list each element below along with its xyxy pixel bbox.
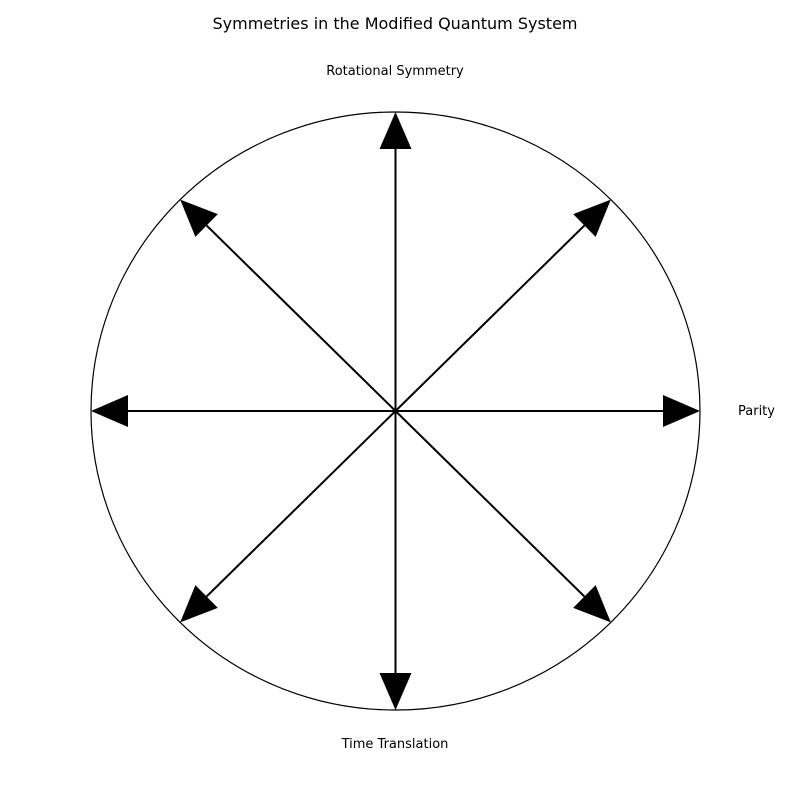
- arrow-shaft-315: [394, 410, 586, 598]
- arrow-head-270: [379, 673, 412, 710]
- arrow-head-315: [573, 585, 611, 623]
- arrow-shaft-225: [205, 410, 397, 598]
- arrow-shaft-135: [205, 224, 397, 412]
- label-rotational-symmetry: Rotational Symmetry: [326, 64, 464, 79]
- arrow-head-180: [91, 395, 128, 427]
- arrow-group: [91, 112, 700, 710]
- label-parity: Parity: [738, 404, 775, 419]
- arrow-head-90: [379, 112, 412, 149]
- arrow-head-135: [180, 199, 218, 237]
- arrow-head-225: [180, 585, 218, 623]
- arrow-head-0: [663, 395, 700, 427]
- arrow-shaft-45: [394, 224, 586, 412]
- label-time-translation: Time Translation: [341, 737, 449, 752]
- diagram-title: Symmetries in the Modified Quantum Syste…: [212, 14, 577, 33]
- arrow-head-45: [573, 199, 611, 237]
